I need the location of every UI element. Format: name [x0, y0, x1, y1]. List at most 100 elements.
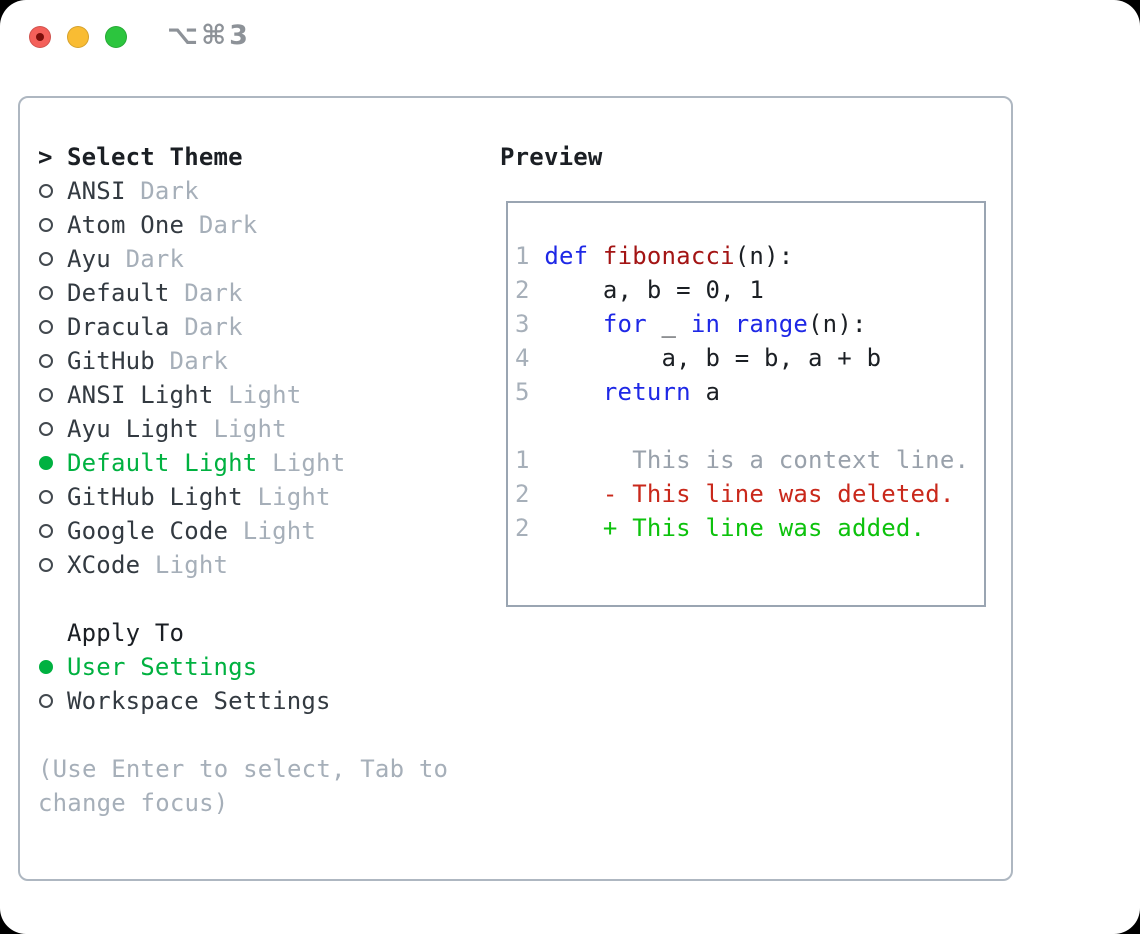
code-segment-plain [530, 310, 603, 338]
code-segment-del: - This line was deleted. [602, 480, 955, 508]
code-segment-plain: a [690, 378, 721, 406]
theme-option[interactable]: Ayu Dark [38, 242, 448, 276]
code-segment-plain [530, 514, 603, 542]
theme-option[interactable]: Google Code Light [38, 514, 448, 548]
code-segment-fn: fibonacci [602, 242, 735, 270]
select-theme-header: >Select Theme [38, 140, 448, 174]
theme-option[interactable]: Default Light Light [38, 446, 448, 480]
radio-icon [39, 320, 53, 334]
theme-option[interactable]: Ayu Light Light [38, 412, 448, 446]
code-line: 2 - This line was deleted. [515, 480, 984, 514]
code-segment-num: 2 [515, 514, 530, 542]
theme-name: ANSI Light [67, 381, 214, 409]
theme-option[interactable]: Default Dark [38, 276, 448, 310]
theme-variant: Light [198, 415, 287, 443]
radio-marker [38, 524, 67, 538]
apply-to-option-label: User Settings [67, 653, 258, 681]
code-segment-num: 2 [515, 480, 530, 508]
code-line: 1 This is a context line. [515, 446, 984, 480]
apply-to-label: Apply To [67, 619, 185, 647]
radio-icon [39, 218, 53, 232]
theme-variant: Dark [184, 211, 258, 239]
apply-to-header: Apply To [38, 616, 448, 650]
spacer-row [38, 718, 448, 752]
radio-icon [39, 252, 53, 266]
radio-icon [39, 694, 53, 708]
theme-name: GitHub [67, 347, 155, 375]
code-segment-num: 1 [515, 242, 530, 270]
window-title: ⌥⌘3 [167, 20, 251, 51]
theme-variant: Dark [125, 177, 199, 205]
theme-name: Atom One [67, 211, 185, 239]
radio-marker [38, 558, 67, 572]
code-blank-line [515, 412, 984, 446]
radio-icon [39, 456, 53, 470]
code-segment-kw: in [690, 310, 721, 338]
theme-variant: Dark [154, 347, 229, 375]
radio-marker [38, 218, 67, 232]
code-segment-plain: a, b = b, a + b [529, 344, 882, 372]
radio-icon [39, 388, 53, 402]
radio-icon [39, 490, 53, 504]
radio-icon [39, 422, 53, 436]
theme-variant: Light [213, 381, 302, 409]
radio-marker [38, 456, 67, 470]
apply-to-option[interactable]: Workspace Settings [38, 684, 448, 718]
select-theme-label: Select Theme [67, 143, 243, 171]
code-segment-kw: range [734, 310, 809, 338]
theme-name: Ayu Light [67, 415, 199, 443]
code-segment-num: 2 [515, 276, 530, 304]
code-segment-plain [720, 310, 735, 338]
code-segment-num: 4 [515, 344, 530, 372]
theme-variant: Light [228, 517, 317, 545]
radio-marker [38, 490, 67, 504]
code-segment-plain: a, b = 0, 1 [529, 276, 765, 304]
apply-to-option-label: Workspace Settings [67, 687, 331, 715]
hint-line: change focus) [38, 786, 448, 820]
theme-variant: Light [140, 551, 229, 579]
code-segment-kw: return [602, 378, 691, 406]
theme-option[interactable]: ANSI Light Light [38, 378, 448, 412]
theme-variant: Dark [169, 313, 243, 341]
code-segment-add: + This line was added. [602, 514, 926, 542]
theme-option[interactable]: XCode Light [38, 548, 448, 582]
theme-name: Ayu [67, 245, 111, 273]
hint-text: change focus) [38, 789, 229, 817]
theme-name: XCode [67, 551, 141, 579]
zoom-button[interactable] [105, 26, 127, 48]
code-segment-plain: (n): [734, 242, 794, 270]
code-line: 4 a, b = b, a + b [515, 344, 984, 378]
radio-icon [39, 558, 53, 572]
radio-marker [38, 422, 67, 436]
radio-icon [39, 184, 53, 198]
theme-name: Google Code [67, 517, 229, 545]
traffic-lights [29, 26, 127, 48]
theme-variant: Dark [110, 245, 185, 273]
theme-variant: Light [242, 483, 331, 511]
theme-option[interactable]: GitHub Dark [38, 344, 448, 378]
radio-marker [38, 388, 67, 402]
theme-name: Default [67, 279, 170, 307]
prompt-marker: > [38, 143, 67, 171]
apply-to-option[interactable]: User Settings [38, 650, 448, 684]
code-line: 5 return a [515, 378, 984, 412]
code-segment-num: 5 [515, 378, 530, 406]
spacer-row [38, 582, 448, 616]
hint-text: (Use Enter to select, Tab to [38, 755, 449, 783]
radio-marker [38, 184, 67, 198]
preview-title: Preview [500, 143, 603, 171]
theme-option[interactable]: Dracula Dark [38, 310, 448, 344]
theme-option[interactable]: Atom One Dark [38, 208, 448, 242]
minimize-button[interactable] [67, 26, 89, 48]
code-segment-num: 3 [515, 310, 530, 338]
hint-line: (Use Enter to select, Tab to [38, 752, 448, 786]
theme-option[interactable]: ANSI Dark [38, 174, 448, 208]
radio-icon [39, 524, 53, 538]
code-line: 2 + This line was added. [515, 514, 984, 548]
close-button[interactable] [29, 26, 51, 48]
theme-option[interactable]: GitHub Light Light [38, 480, 448, 514]
code-line: 3 for _ in range(n): [515, 310, 984, 344]
